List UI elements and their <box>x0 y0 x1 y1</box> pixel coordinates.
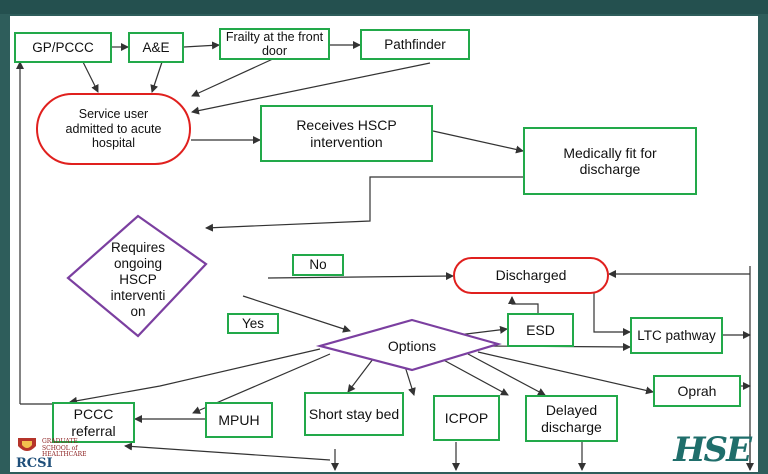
no-box: No <box>292 254 344 276</box>
service-user-oval: Service user admitted to acute hospital <box>36 93 191 165</box>
arrow-frailty-serviceuser <box>191 57 276 97</box>
ltc-pathway-label: LTC pathway <box>637 327 716 343</box>
oprah-box: Oprah <box>653 375 741 407</box>
crest-icon <box>18 438 36 451</box>
arrow-ae-frailty <box>183 41 220 50</box>
ae-label: A&E <box>142 39 170 55</box>
mpuh-label: MPUH <box>218 411 260 428</box>
arrow-options-shortstay <box>347 358 374 393</box>
yes-label: Yes <box>241 315 265 331</box>
pccc-referral-box: PCCC referral <box>52 402 135 443</box>
requires-label-wrap: Requires ongoing HSCP interventi on <box>106 230 170 330</box>
arrow-bottom-pccc <box>124 442 331 461</box>
pathfinder-label: Pathfinder <box>384 36 446 52</box>
arrow-discharged-ltc <box>593 287 631 336</box>
delayed-discharge-label: Delayed discharge <box>541 402 602 435</box>
medically-fit-label: Medically fit for discharge <box>563 144 657 177</box>
slide: GP/PCCC A&E Frailty at the front door Pa… <box>10 16 758 472</box>
logo-line-2: SCHOOL of <box>42 444 78 452</box>
delayed-discharge-box: Delayed discharge <box>525 395 618 442</box>
ltc-pathway-box: LTC pathway <box>630 317 723 354</box>
arrow-pathfinder-serviceuser <box>191 62 431 115</box>
discharged-oval: Discharged <box>453 257 609 294</box>
short-stay-box: Short stay bed <box>304 392 404 436</box>
medically-fit-box: Medically fit for discharge <box>523 127 697 195</box>
ae-box: A&E <box>128 32 184 63</box>
logo-line-1: GRADUATE <box>42 438 78 445</box>
arrow-options-delayed <box>467 353 546 396</box>
arrow-options-oprah <box>477 351 654 395</box>
esd-label: ESD <box>526 321 555 338</box>
options-diamond <box>315 318 502 372</box>
top-band <box>0 0 768 14</box>
oprah-label: Oprah <box>677 382 717 399</box>
arrow-options-icpop2 <box>437 356 509 396</box>
arrow-esd-discharged <box>508 296 539 313</box>
service-user-label: Service user admitted to acute hospital <box>65 107 162 151</box>
frailty-label: Frailty at the front door <box>225 29 324 58</box>
options-label-wrap: Options <box>360 334 464 358</box>
pccc-referral-label: PCCC referral <box>71 406 116 439</box>
arrow-receives-medfit <box>432 130 524 154</box>
arrow-medfit-requires <box>205 176 550 232</box>
yes-box: Yes <box>227 313 279 334</box>
no-label: No <box>309 257 327 273</box>
arrow-gp-serviceuser <box>82 61 99 93</box>
icpop-label: ICPOP <box>444 409 489 426</box>
logo-text: GRADUATE SCHOOL of HEALTHCARE <box>42 438 87 459</box>
hse-brand-mark: HSE <box>673 430 752 470</box>
arrow-no-discharged <box>267 272 454 281</box>
gp-pccc-box: GP/PCCC <box>14 32 112 63</box>
flow-arrows <box>16 41 754 471</box>
short-stay-label: Short stay bed <box>308 405 400 422</box>
receives-hscp-label: Receives HSCP intervention <box>296 117 397 150</box>
options-label: Options <box>387 337 437 354</box>
esd-box: ESD <box>507 313 574 347</box>
pathfinder-box: Pathfinder <box>360 29 470 60</box>
rcsi-logo: GRADUATE SCHOOL of HEALTHCARE RCSI <box>16 436 126 471</box>
requires-diamond <box>66 214 208 338</box>
logo-wordmark: RCSI <box>16 456 53 471</box>
mpuh-box: MPUH <box>205 402 273 438</box>
requires-label: Requires ongoing HSCP interventi on <box>110 240 166 319</box>
discharged-label: Discharged <box>495 267 567 284</box>
gp-pccc-label: GP/PCCC <box>32 39 94 55</box>
arrow-options-pccc <box>69 348 321 405</box>
logo-line-3: HEALTHCARE <box>42 451 87 459</box>
arrow-yes-options <box>242 295 351 333</box>
frailty-box: Frailty at the front door <box>219 28 330 60</box>
arrow-ae-serviceuser <box>150 61 163 93</box>
icpop-box: ICPOP <box>433 395 500 441</box>
receives-hscp-box: Receives HSCP intervention <box>260 105 433 162</box>
